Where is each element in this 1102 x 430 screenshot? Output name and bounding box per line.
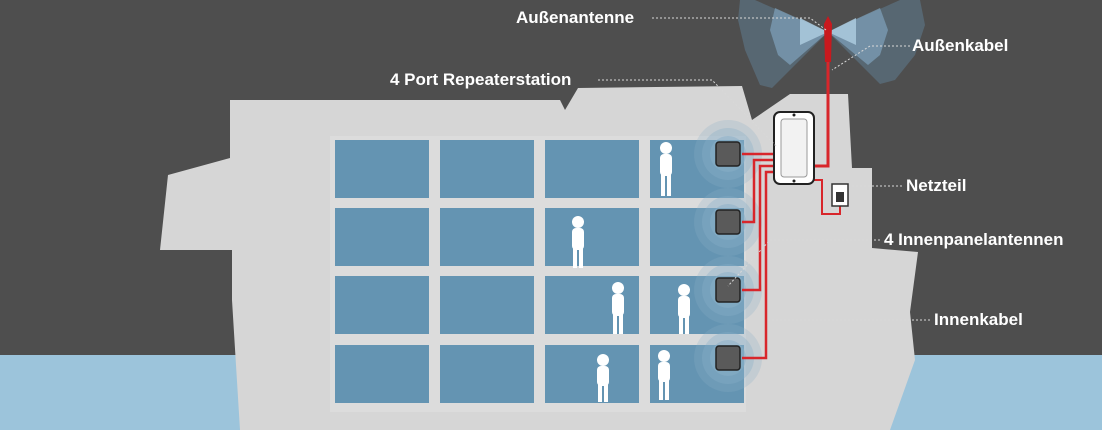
indoor-cable-label: Innenkabel — [934, 310, 1023, 329]
person-with-phone-icon — [660, 142, 672, 196]
panel-antennas — [715, 141, 741, 371]
window-pane — [335, 208, 429, 266]
outdoor-antenna-label: Außenantenne — [516, 8, 635, 27]
rod-antenna-icon — [824, 16, 832, 62]
outdoor-cable — [812, 34, 830, 168]
window-pane — [335, 276, 429, 334]
repeater-box-icon — [773, 111, 815, 185]
window-pane — [545, 276, 639, 334]
panel-antenna-icon — [715, 141, 741, 167]
panel-antenna-icon — [715, 277, 741, 303]
panel-antenna-icon — [715, 209, 741, 235]
wall-socket-icon — [831, 183, 849, 207]
window-pane — [545, 345, 639, 403]
window-pane — [335, 345, 429, 403]
panel-antenna-icon — [715, 345, 741, 371]
window-pane — [335, 140, 429, 198]
window-pane — [440, 208, 534, 266]
repeater-station-label: 4 Port Repeaterstation — [390, 70, 572, 89]
window-pane — [440, 345, 534, 403]
window-pane — [440, 276, 534, 334]
person-with-phone-icon — [612, 282, 624, 334]
person-with-phone-icon — [597, 354, 609, 402]
people — [572, 142, 690, 402]
indoor-cable — [742, 152, 774, 360]
window-pane — [440, 140, 534, 198]
window-pane — [545, 208, 639, 266]
person-with-phone-icon — [678, 284, 690, 334]
outdoor-cable-label: Außenkabel — [912, 36, 1009, 55]
leader-lines — [598, 17, 930, 321]
person-with-phone-icon — [572, 216, 584, 268]
window-pane — [545, 140, 639, 198]
person-with-phone-icon — [658, 350, 670, 400]
power-cable — [812, 179, 841, 215]
window-grid — [335, 140, 744, 403]
indoor-panel-antennas-label: 4 Innenpanelantennen — [884, 230, 1064, 249]
outdoor-antenna-signal — [738, 0, 925, 88]
power-supply-label: Netzteil — [906, 176, 967, 195]
